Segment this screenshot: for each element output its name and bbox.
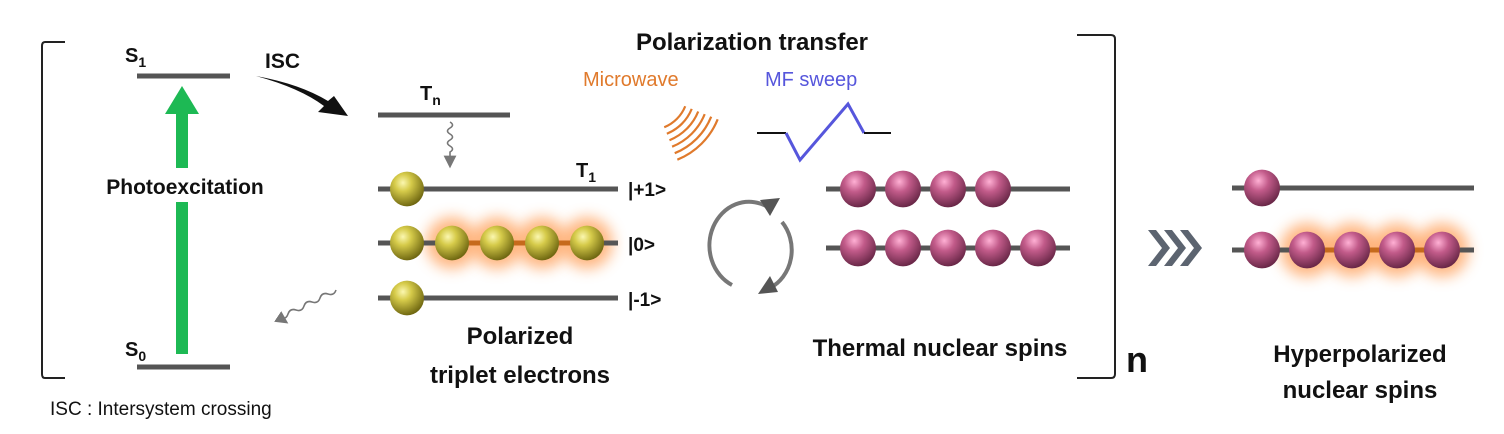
nuclear-spin-ball xyxy=(840,229,876,267)
transfer-title: Polarization transfer xyxy=(636,29,868,56)
chevrons-arrow-icon xyxy=(1148,230,1202,266)
nuclear-spin-ball xyxy=(885,170,921,208)
triplet-levels xyxy=(378,171,618,316)
electron-ball xyxy=(570,225,604,261)
microwave-wave-arc xyxy=(674,116,713,155)
microwave-waves-icon xyxy=(663,105,719,161)
isc-label: ISC xyxy=(265,50,300,73)
decay-wavy-arrow xyxy=(274,289,337,324)
nuclear-spin-ball xyxy=(840,170,876,208)
microwave-wave-arc xyxy=(671,113,706,148)
microwave-wave-arc xyxy=(669,111,700,142)
electron-ball xyxy=(390,171,424,207)
photoexcitation-label: Photoexcitation xyxy=(106,176,264,199)
nuclear-spin-ball xyxy=(1020,229,1056,267)
repeat-count-n: n xyxy=(1126,339,1148,380)
nuclear-spin-ball xyxy=(975,229,1011,267)
hyper-caption-line1: Hyperpolarized xyxy=(1273,341,1446,368)
mf-sweep-waveform-icon xyxy=(757,101,891,163)
t1-label: T1 xyxy=(576,160,596,185)
relaxation-wavy-arrow xyxy=(443,121,457,169)
s1-label: S1 xyxy=(125,45,146,70)
triplet-caption-line1: Polarized xyxy=(467,323,574,350)
state-minus1-label: |-1> xyxy=(628,290,661,311)
nuclear-spin-ball xyxy=(1244,169,1280,207)
nuclear-spin-ball xyxy=(975,170,1011,208)
thermal-caption: Thermal nuclear spins xyxy=(813,335,1068,362)
s0-label: S0 xyxy=(125,339,146,364)
isc-arrow xyxy=(256,76,348,116)
nuclear-spin-ball xyxy=(930,170,966,208)
right-bracket xyxy=(1077,34,1116,379)
nuclear-spin-ball xyxy=(1424,231,1460,269)
hyperpolarized-levels xyxy=(1232,169,1474,277)
exchange-cycle-arrows-icon xyxy=(707,198,794,294)
tn-label: Tn xyxy=(420,83,441,108)
state-0-label: |0> xyxy=(628,235,655,256)
nuclear-spin-ball xyxy=(885,229,921,267)
isc-footnote: ISC : Intersystem crossing xyxy=(50,399,272,420)
microwave-label: Microwave xyxy=(583,69,679,91)
electron-ball xyxy=(390,225,424,261)
hyper-caption-line2: nuclear spins xyxy=(1283,377,1438,404)
nuclear-spin-ball xyxy=(1244,231,1280,269)
electron-ball xyxy=(390,280,424,316)
nuclear-spin-ball xyxy=(930,229,966,267)
state-plus1-label: |+1> xyxy=(628,180,666,201)
mf-sweep-label: MF sweep xyxy=(765,69,857,91)
nuclear-spin-ball xyxy=(1334,231,1370,269)
thermal-levels xyxy=(826,170,1070,267)
left-bracket xyxy=(41,41,65,379)
electron-ball xyxy=(480,225,514,261)
triplet-caption-line2: triplet electrons xyxy=(430,362,610,389)
microwave-wave-arc xyxy=(676,118,719,161)
microwave-wave-arc xyxy=(666,108,693,135)
nuclear-spin-ball xyxy=(1289,231,1325,269)
nuclear-spin-ball xyxy=(1379,231,1415,269)
electron-ball xyxy=(435,225,469,261)
photoexcitation-arrow xyxy=(165,86,199,354)
electron-ball xyxy=(525,225,559,261)
microwave-wave-arc xyxy=(663,105,687,129)
